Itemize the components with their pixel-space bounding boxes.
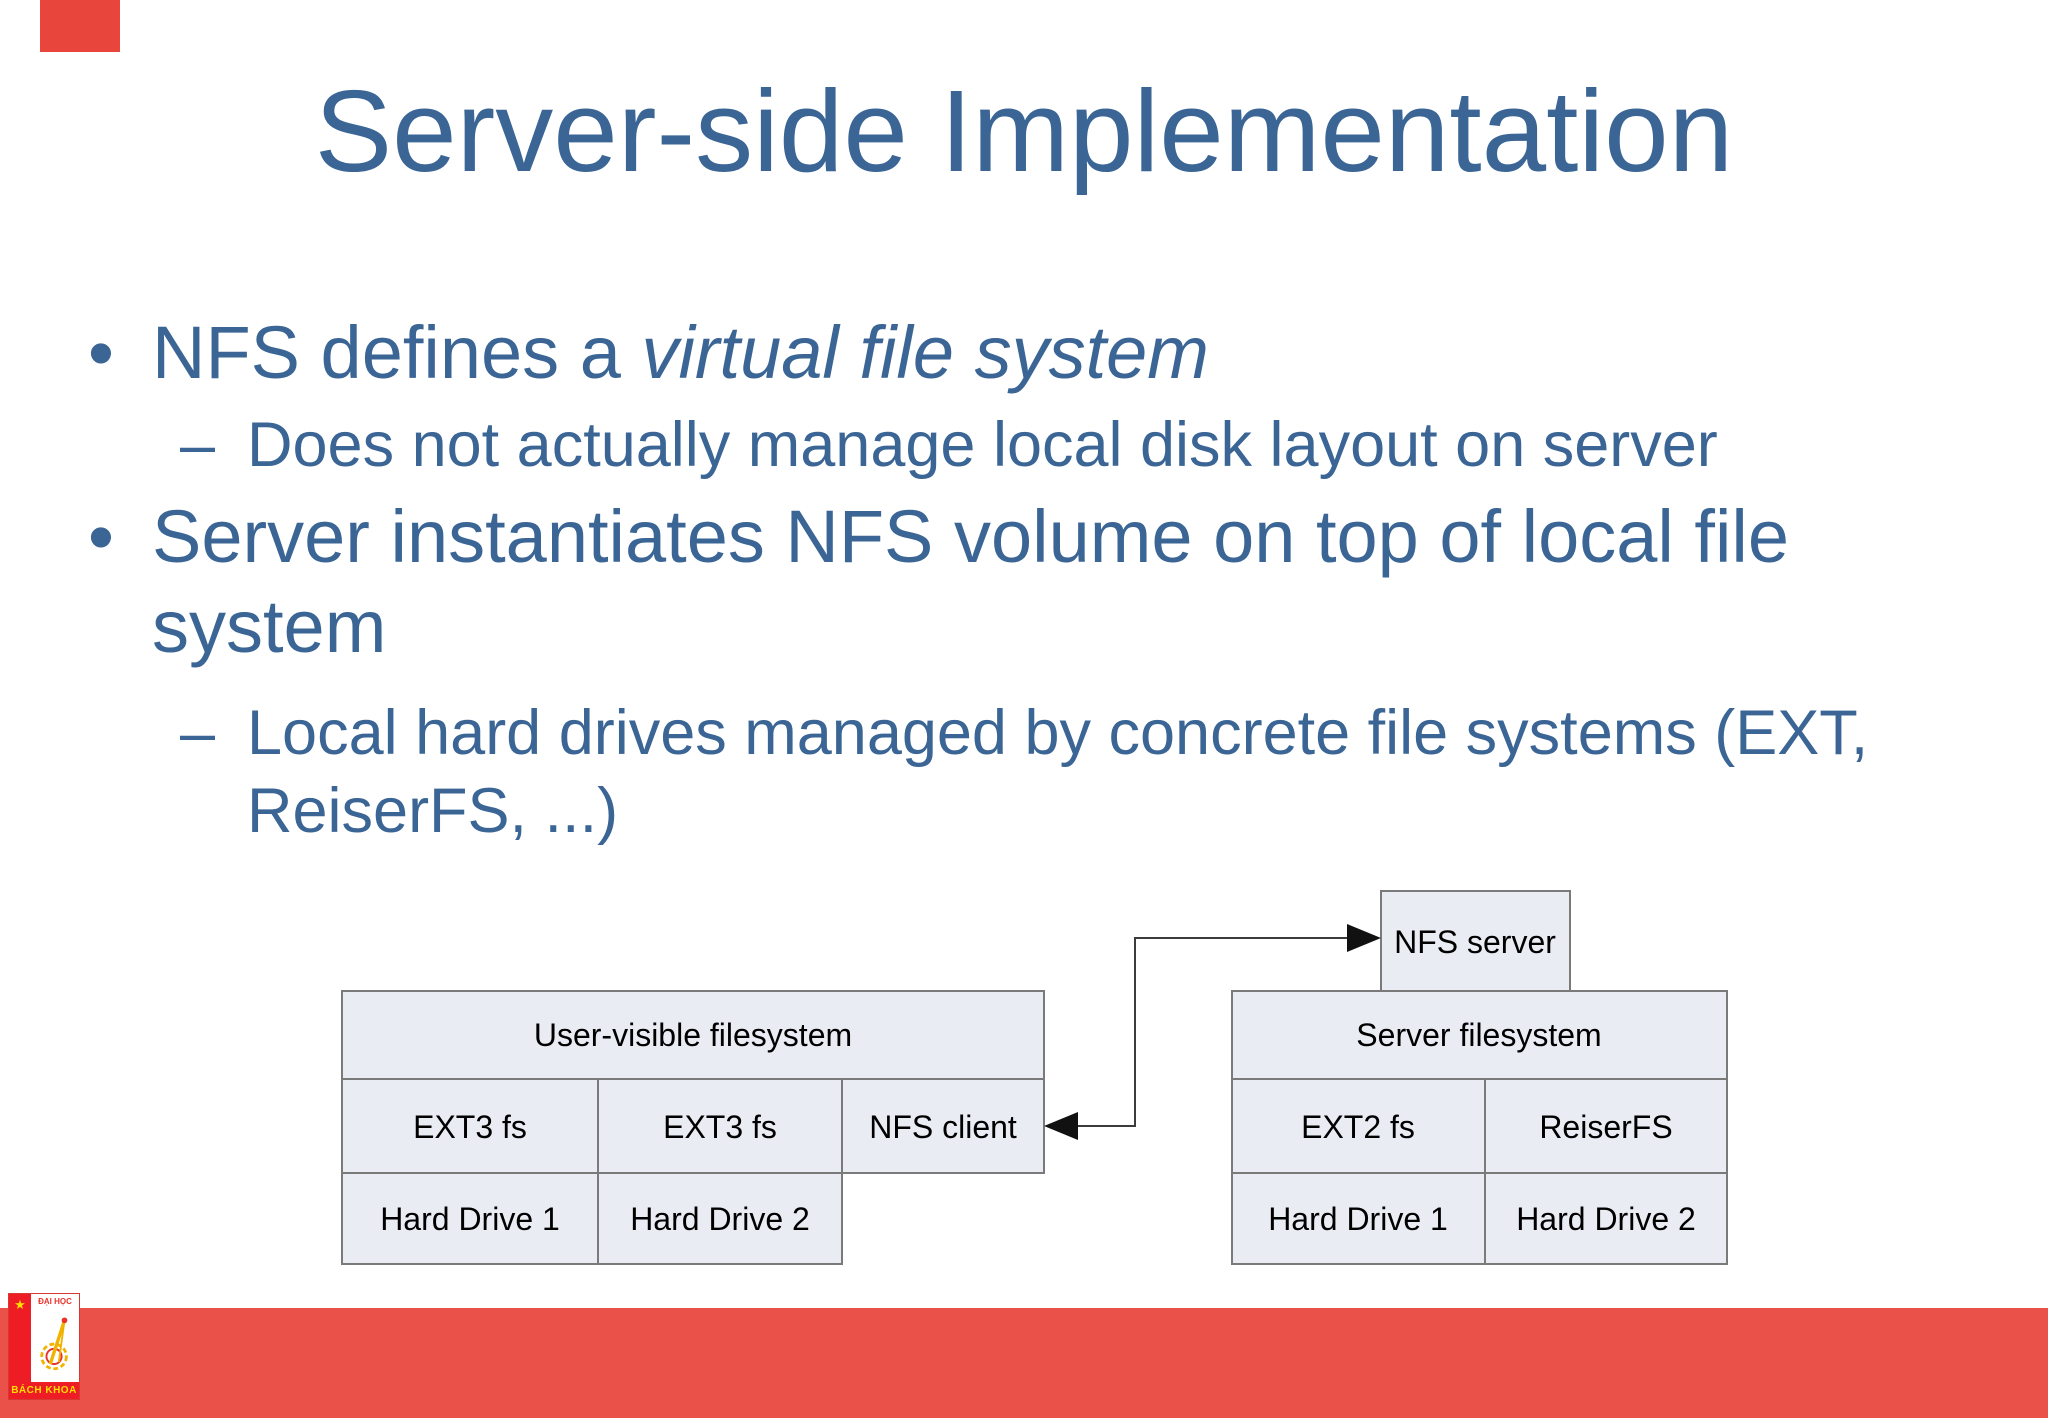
subbullet-text: Local hard drives managed by concrete fi… (247, 698, 1869, 846)
bullet-nfs-defines: • NFS defines a virtual file system (88, 308, 1209, 398)
right-hd1-cell (1231, 1172, 1486, 1265)
reiserfs-cell (1484, 1078, 1728, 1174)
ext3-1-label: EXT3 fs (413, 1109, 527, 1145)
left-hd2-label: Hard Drive 2 (630, 1201, 810, 1237)
bullet-text-lead: NFS defines a (152, 311, 642, 394)
left-hd2-cell (597, 1172, 843, 1265)
bullet-server-instantiates: • Server instantiates NFS volume on top … (88, 492, 1852, 672)
ext3-2-label: EXT3 fs (663, 1109, 777, 1145)
logo-dai-hoc-label: ĐẠI HỌC (38, 1297, 72, 1306)
logo-bach-khoa-label: BÁCH KHOA (9, 1382, 79, 1399)
arrowhead-right-icon (1347, 924, 1381, 952)
logo-right-panel: ĐẠI HỌC (31, 1294, 79, 1382)
nfs-server-box (1380, 890, 1571, 992)
slide-title: Server-side Implementation (314, 66, 1734, 196)
hust-logo: ★ ĐẠI HỌC BÁCH KHOA (8, 1293, 80, 1400)
top-left-accent (40, 0, 120, 52)
subbullet-text: Does not actually manage local disk layo… (247, 410, 1718, 480)
bullet-text: NFS defines a virtual file system (152, 308, 1209, 398)
bullet-dot: • (88, 311, 114, 394)
logo-red-strip: ★ (9, 1294, 31, 1382)
bullet-dot: • (88, 495, 114, 578)
dash-marker: – (180, 410, 216, 480)
nfs-client-label: NFS client (869, 1109, 1017, 1145)
arrowhead-left-icon (1044, 1112, 1078, 1140)
nfs-client-cell (841, 1078, 1045, 1174)
dash-marker: – (180, 698, 216, 768)
compass-gear-icon (36, 1307, 74, 1382)
nfs-connection-line (1056, 937, 1369, 1127)
hust-logo-main: ★ ĐẠI HỌC (9, 1294, 79, 1382)
ext2-cell (1231, 1078, 1486, 1174)
right-header-cell (1231, 990, 1728, 1080)
right-hd2-cell (1484, 1172, 1728, 1265)
left-ext3-1-cell (341, 1078, 599, 1174)
star-icon: ★ (14, 1297, 26, 1312)
right-hd2-label: Hard Drive 2 (1516, 1201, 1696, 1237)
left-header-cell (341, 990, 1045, 1080)
nfs-server-label: NFS server (1394, 924, 1556, 960)
footer-bar (0, 1308, 2048, 1418)
left-hd1-label: Hard Drive 1 (380, 1201, 560, 1237)
right-hd1-label: Hard Drive 1 (1268, 1201, 1448, 1237)
bullet-text: Server instantiates NFS volume on top of… (152, 495, 1789, 668)
reiserfs-label: ReiserFS (1539, 1109, 1672, 1145)
right-header-label: Server filesystem (1356, 1017, 1601, 1053)
bullet-text-italic: virtual file system (641, 311, 1209, 394)
left-header-label: User-visible filesystem (534, 1017, 852, 1053)
ext2-label: EXT2 fs (1301, 1109, 1415, 1145)
subbullet-local-disk: – Does not actually manage local disk la… (180, 406, 1718, 484)
subbullet-concrete-fs: – Local hard drives managed by concrete … (180, 694, 1947, 850)
